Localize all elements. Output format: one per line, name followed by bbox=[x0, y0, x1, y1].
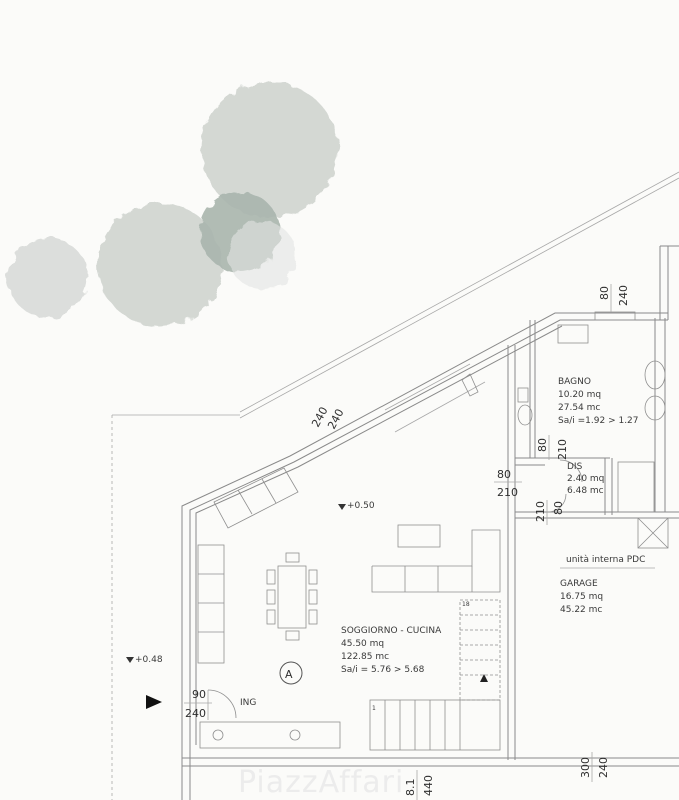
dim-door-main-w: 80 bbox=[497, 468, 511, 481]
openings bbox=[207, 311, 636, 720]
room-area: 45.50 mq bbox=[341, 639, 384, 649]
pdc-label: unità interna PDC bbox=[566, 555, 645, 565]
room-dis: DIS 2.40 mq 6.48 mc bbox=[567, 462, 604, 496]
room-area: 10.20 mq bbox=[558, 390, 601, 400]
stair-step-top: 18 bbox=[462, 601, 470, 608]
furniture bbox=[197, 324, 669, 749]
level-marker-icon bbox=[338, 504, 346, 510]
room-ratio: Sa/i = 5.76 > 5.68 bbox=[341, 665, 425, 675]
dim-bottom-h: 440 bbox=[422, 775, 435, 796]
stair-arrow-icon bbox=[480, 674, 488, 682]
dim-bottom-w: 8.1 bbox=[404, 779, 417, 797]
unit-marker bbox=[279, 661, 303, 685]
dim-dis-door-w: 80 bbox=[552, 501, 565, 515]
exterior-walls bbox=[181, 245, 679, 800]
room-name: GARAGE bbox=[560, 579, 598, 589]
room-ratio: Sa/i =1.92 > 1.27 bbox=[558, 416, 639, 426]
level-outside: +0.48 bbox=[135, 655, 163, 665]
stair-step-bottom: 1 bbox=[372, 705, 376, 712]
room-name: BAGNO bbox=[558, 377, 591, 387]
dimension-labels: 80 240 240 240 80 210 80 210 80 210 90 2… bbox=[184, 284, 630, 800]
level-inside: +0.50 bbox=[347, 501, 375, 511]
room-volume: 122.85 mc bbox=[341, 652, 389, 662]
dim-bath-door-h: 210 bbox=[556, 439, 569, 460]
tree bbox=[8, 238, 88, 318]
level-marker-icon bbox=[126, 657, 134, 663]
trees bbox=[8, 82, 338, 327]
dim-garage-h: 240 bbox=[597, 757, 610, 778]
room-name: SOGGIORNO - CUCINA bbox=[341, 626, 442, 636]
lot-boundary bbox=[111, 171, 679, 800]
staircase: 18 1 bbox=[369, 599, 501, 751]
room-area: 2.40 mq bbox=[567, 474, 604, 484]
room-name: DIS bbox=[567, 462, 583, 472]
dim-bath-door-w: 80 bbox=[536, 438, 549, 452]
room-garage: GARAGE 16.75 mq 45.22 mc bbox=[560, 579, 603, 615]
tree bbox=[228, 221, 296, 289]
entrance-arrow-icon bbox=[146, 695, 162, 709]
room-bagno: BAGNO 10.20 mq 27.54 mc Sa/i =1.92 > 1.2… bbox=[558, 377, 639, 426]
unit-letter: A bbox=[285, 668, 293, 681]
dim-entry-w: 90 bbox=[192, 688, 206, 701]
tree bbox=[202, 82, 338, 218]
room-volume: 6.48 mc bbox=[567, 486, 604, 496]
room-area: 16.75 mq bbox=[560, 592, 603, 602]
room-volume: 45.22 mc bbox=[560, 605, 602, 615]
dim-garage-w: 300 bbox=[579, 757, 592, 778]
dim-top-window-h: 240 bbox=[617, 285, 630, 306]
dim-door-main-h: 210 bbox=[497, 486, 518, 499]
dim-top-window-w: 80 bbox=[598, 286, 611, 300]
tree bbox=[98, 203, 222, 327]
dim-entry-h: 240 bbox=[185, 707, 206, 720]
entrance-label: ING bbox=[240, 698, 256, 708]
dim-dis-door-h: 210 bbox=[534, 501, 547, 522]
interior-walls bbox=[507, 318, 679, 760]
watermark: PiazzAffari bbox=[238, 765, 404, 800]
room-volume: 27.54 mc bbox=[558, 403, 600, 413]
room-soggiorno: SOGGIORNO - CUCINA 45.50 mq 122.85 mc Sa… bbox=[341, 626, 442, 675]
